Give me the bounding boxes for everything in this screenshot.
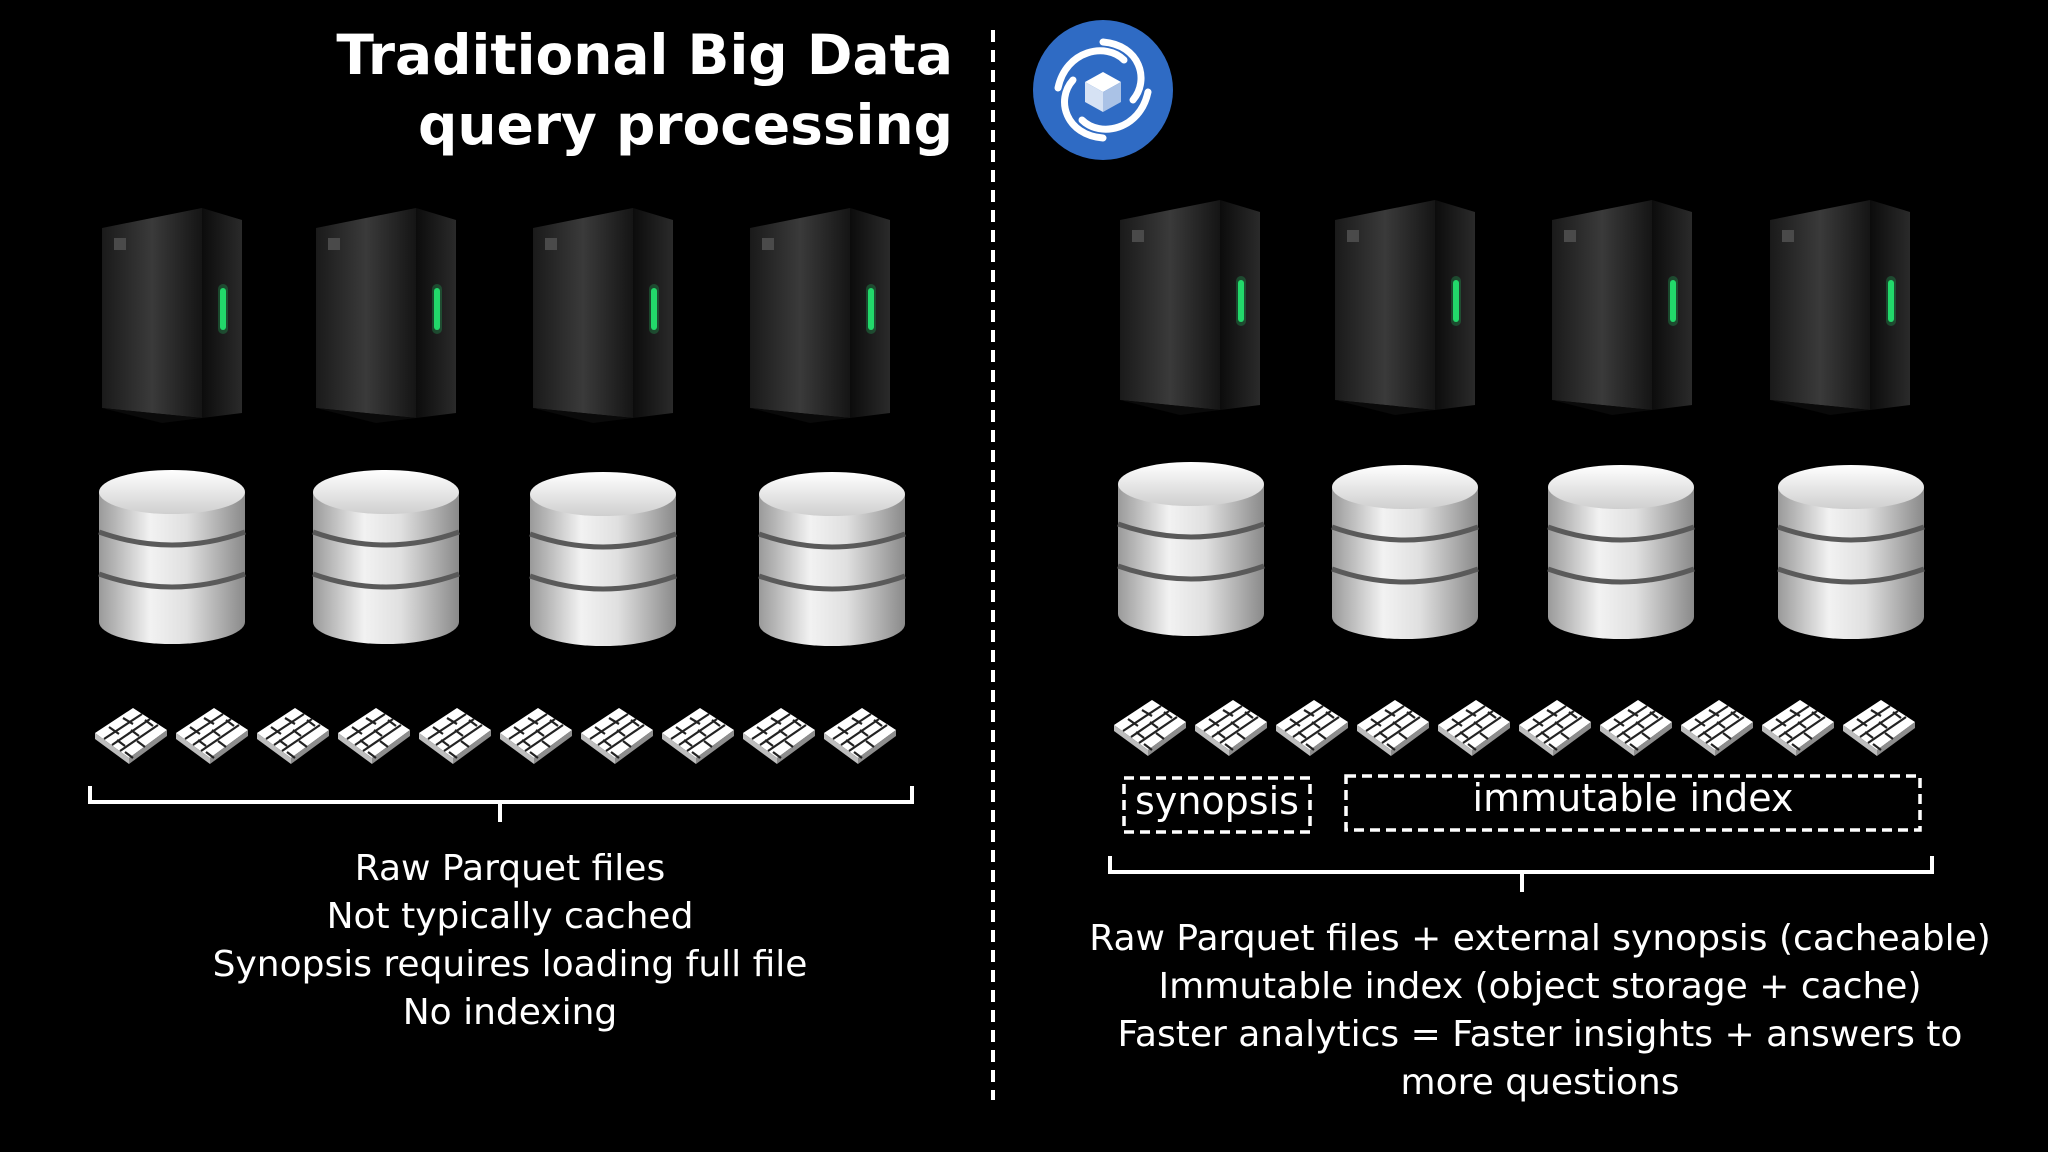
immutable-index-box [1344, 774, 1922, 832]
parquet-file-icon [1436, 698, 1512, 758]
parquet-file-icon [1112, 698, 1188, 758]
server-icon [1120, 200, 1260, 415]
database-icon [530, 472, 676, 646]
right-caption: Raw Parquet files + external synopsis (c… [1060, 915, 2020, 1107]
parquet-file-icon [1193, 698, 1269, 758]
caption-line: Raw Parquet files + external synopsis (c… [1089, 918, 1991, 959]
parquet-file-icon [174, 706, 250, 766]
parquet-file-icon [741, 706, 817, 766]
caption-line: Faster analytics = Faster insights + ans… [1117, 1014, 1963, 1055]
server-icon [1552, 200, 1692, 415]
left-panel-title: Traditional Big Data query processing [336, 20, 953, 160]
caption-line: No indexing [402, 992, 618, 1033]
database-icon [99, 470, 245, 644]
title-line: Traditional Big Data [336, 23, 953, 87]
database-icon [1332, 465, 1478, 639]
server-icon [102, 208, 242, 423]
parquet-file-icon [1841, 698, 1917, 758]
parquet-file-icon [579, 706, 655, 766]
database-icon [759, 472, 905, 646]
parquet-file-icon [1274, 698, 1350, 758]
parquet-file-icon [417, 706, 493, 766]
database-icon [1778, 465, 1924, 639]
synopsis-label: synopsis [1135, 779, 1299, 823]
parquet-file-icon [822, 706, 898, 766]
server-icon [1770, 200, 1910, 415]
parquet-file-icon [1355, 698, 1431, 758]
server-icon [533, 208, 673, 423]
caption-line: Not typically cached [326, 896, 694, 937]
server-icon [1335, 200, 1475, 415]
brace-icon [88, 786, 914, 822]
database-icon [1118, 462, 1264, 636]
parquet-file-icon [1598, 698, 1674, 758]
parquet-file-icon [660, 706, 736, 766]
parquet-file-icon [1679, 698, 1755, 758]
left-caption: Raw Parquet files Not typically cached S… [90, 845, 930, 1037]
database-icon [1548, 465, 1694, 639]
caption-line: more questions [1400, 1062, 1680, 1103]
title-line: query processing [418, 93, 953, 157]
database-icon [313, 470, 459, 644]
parquet-file-icon [1760, 698, 1836, 758]
brace-icon [1108, 856, 1934, 892]
immutable-index-label: immutable index [1472, 776, 1794, 820]
parquet-file-icon [1517, 698, 1593, 758]
parquet-file-icon [255, 706, 331, 766]
synopsis-box [1122, 776, 1312, 834]
parquet-file-icon [336, 706, 412, 766]
parquet-file-icon [498, 706, 574, 766]
caption-line: Raw Parquet files [354, 848, 666, 889]
server-icon [316, 208, 456, 423]
server-icon [750, 208, 890, 423]
parquet-file-icon [93, 706, 169, 766]
cube-swirl-logo-icon [1033, 20, 1173, 160]
caption-line: Synopsis requires loading full file [212, 944, 808, 985]
caption-line: Immutable index (object storage + cache) [1158, 966, 1922, 1007]
